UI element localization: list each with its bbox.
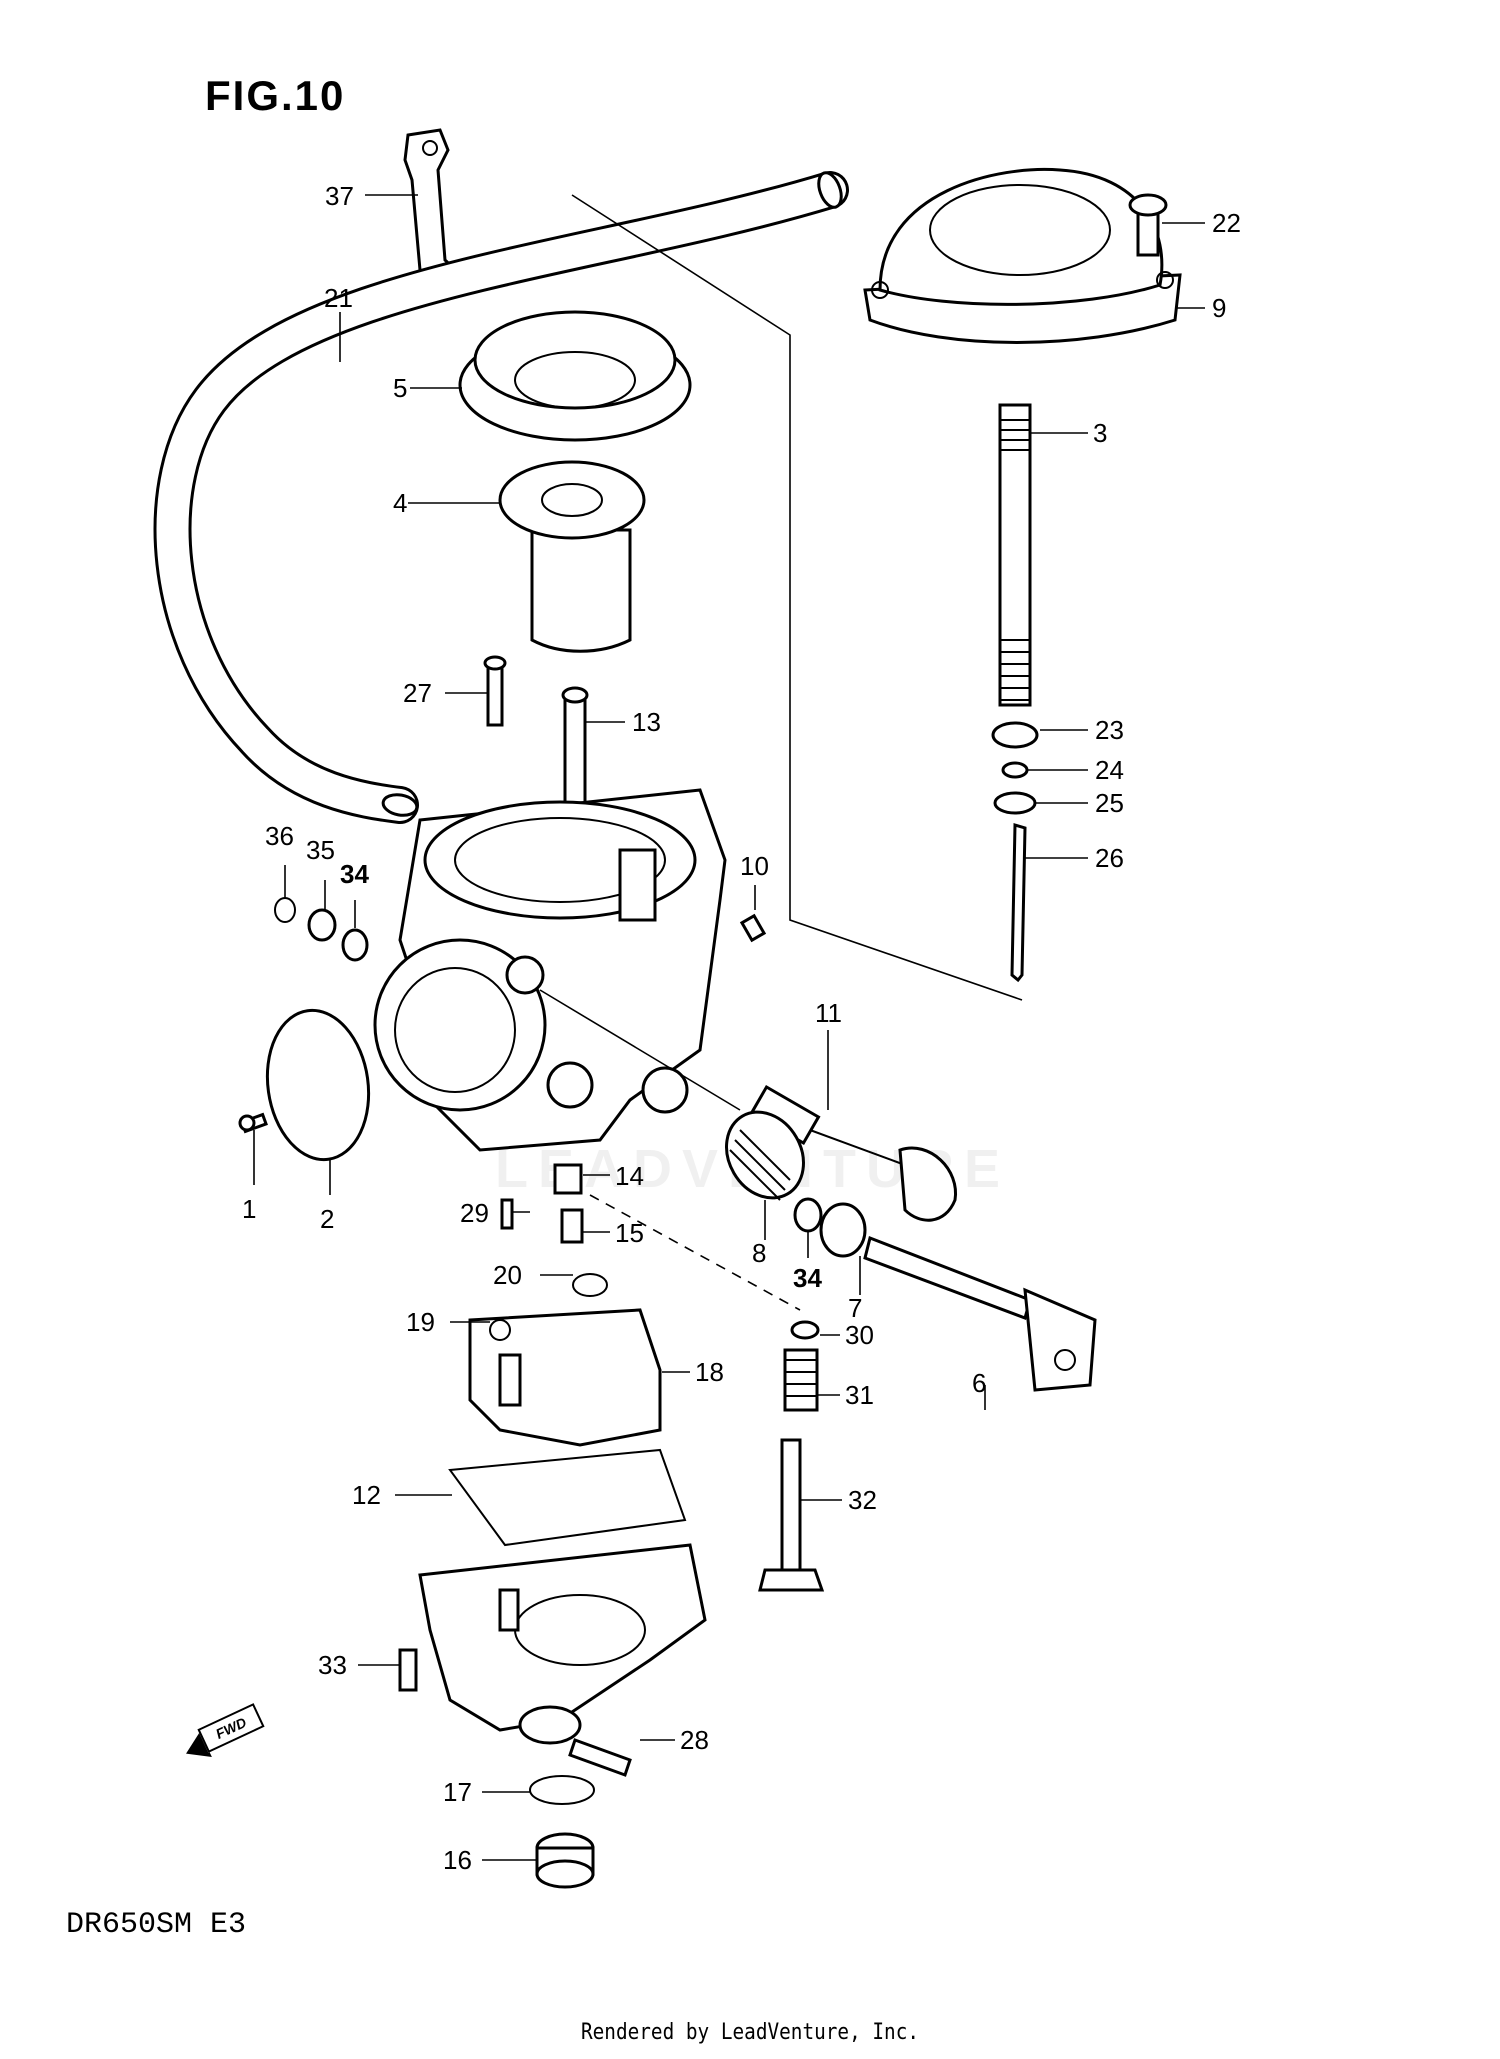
part-bushing xyxy=(819,1202,867,1258)
part-e-clip xyxy=(1001,761,1029,779)
callout-1: 1 xyxy=(242,1194,256,1224)
part-top-cover xyxy=(863,167,1182,344)
callout-17: 17 xyxy=(443,1777,472,1807)
part-oring-17 xyxy=(529,1775,595,1805)
part-float-bowl xyxy=(418,1543,707,1745)
part-seal-34b xyxy=(793,1197,823,1233)
part-screw-top xyxy=(1128,193,1168,257)
callout-19: 19 xyxy=(406,1307,435,1337)
part-piston-valve xyxy=(498,460,646,653)
callout-3: 3 xyxy=(1093,418,1107,448)
part-washer xyxy=(993,791,1037,815)
callout-27: 27 xyxy=(403,678,432,708)
part-float-chamber-cover xyxy=(468,1308,662,1447)
assembly-centerline xyxy=(571,194,1023,1001)
part-jet-needle xyxy=(1010,822,1027,983)
callout-25: 25 xyxy=(1095,788,1124,818)
callout-28: 28 xyxy=(680,1725,709,1755)
part-adjust-screw xyxy=(758,1438,825,1592)
part-needle-jet-tube xyxy=(561,686,589,807)
callout-9: 9 xyxy=(1212,293,1226,323)
part-cover-plate xyxy=(265,1008,371,1162)
callout-26: 26 xyxy=(1095,843,1124,873)
model-code: DR650SM E3 xyxy=(66,1908,247,1942)
dashed-guide xyxy=(589,1194,801,1311)
render-credit: Rendered by LeadVenture, Inc. xyxy=(580,2020,920,2045)
callout-24: 24 xyxy=(1095,755,1124,785)
part-screw-10 xyxy=(739,913,767,943)
callout-6: 6 xyxy=(972,1368,986,1398)
callout-13: 13 xyxy=(632,707,661,737)
callout-23: 23 xyxy=(1095,715,1124,745)
part-jet-29 xyxy=(500,1198,514,1230)
callout-10: 10 xyxy=(740,851,769,881)
callout-29: 29 xyxy=(460,1198,489,1228)
part-float-bowl-gasket xyxy=(448,1448,687,1547)
part-jet-14 xyxy=(553,1163,583,1195)
callout-labels: 37 21 5 4 22 9 3 27 13 23 24 25 26 36 35… xyxy=(242,181,1241,1875)
callout-14: 14 xyxy=(615,1161,644,1191)
part-drain-screw xyxy=(568,1738,632,1777)
part-vent-hose xyxy=(153,171,849,824)
part-needle-spring xyxy=(998,403,1032,707)
callout-35: 35 xyxy=(306,835,335,865)
callout-16: 16 xyxy=(443,1845,472,1875)
callout-30: 30 xyxy=(845,1320,874,1350)
part-screw-33 xyxy=(398,1648,418,1692)
callout-22: 22 xyxy=(1212,208,1241,238)
callout-34-top: 34 xyxy=(340,859,369,889)
callout-11: 11 xyxy=(815,998,842,1028)
part-seal-34 xyxy=(341,928,369,962)
part-drain-plug xyxy=(535,1832,595,1889)
callout-32: 32 xyxy=(848,1485,877,1515)
figure-title: FIG.10 xyxy=(205,72,346,119)
part-throttle-shaft xyxy=(863,1235,1097,1392)
callout-5: 5 xyxy=(393,373,407,403)
callout-7: 7 xyxy=(848,1293,862,1323)
part-spring-31 xyxy=(783,1348,819,1412)
callout-12: 12 xyxy=(352,1480,381,1510)
part-throttle-spring xyxy=(725,1110,805,1201)
callout-33: 33 xyxy=(318,1650,347,1680)
part-diaphragm xyxy=(458,310,692,442)
callout-31: 31 xyxy=(845,1380,874,1410)
part-jet-15 xyxy=(560,1208,584,1244)
callout-15: 15 xyxy=(615,1218,644,1248)
part-starter-plunger xyxy=(539,989,958,1222)
callout-34-bottom: 34 xyxy=(793,1263,822,1293)
callout-2: 2 xyxy=(320,1204,334,1234)
part-small-screw xyxy=(483,655,507,727)
callout-36: 36 xyxy=(265,821,294,851)
part-oring-20 xyxy=(572,1273,608,1297)
part-needle-retainer xyxy=(991,721,1039,749)
callout-37: 37 xyxy=(325,181,354,211)
part-oring-30 xyxy=(790,1320,820,1340)
callout-leaders xyxy=(253,194,1205,1861)
part-carburetor-body xyxy=(373,788,727,1152)
callout-8: 8 xyxy=(752,1238,766,1268)
callout-18: 18 xyxy=(695,1357,724,1387)
callout-20: 20 xyxy=(493,1260,522,1290)
callout-21: 21 xyxy=(324,283,353,313)
part-washer-35 xyxy=(307,908,337,942)
part-circlip xyxy=(274,897,296,923)
callout-4: 4 xyxy=(393,488,407,518)
part-screw-1 xyxy=(238,1112,268,1134)
